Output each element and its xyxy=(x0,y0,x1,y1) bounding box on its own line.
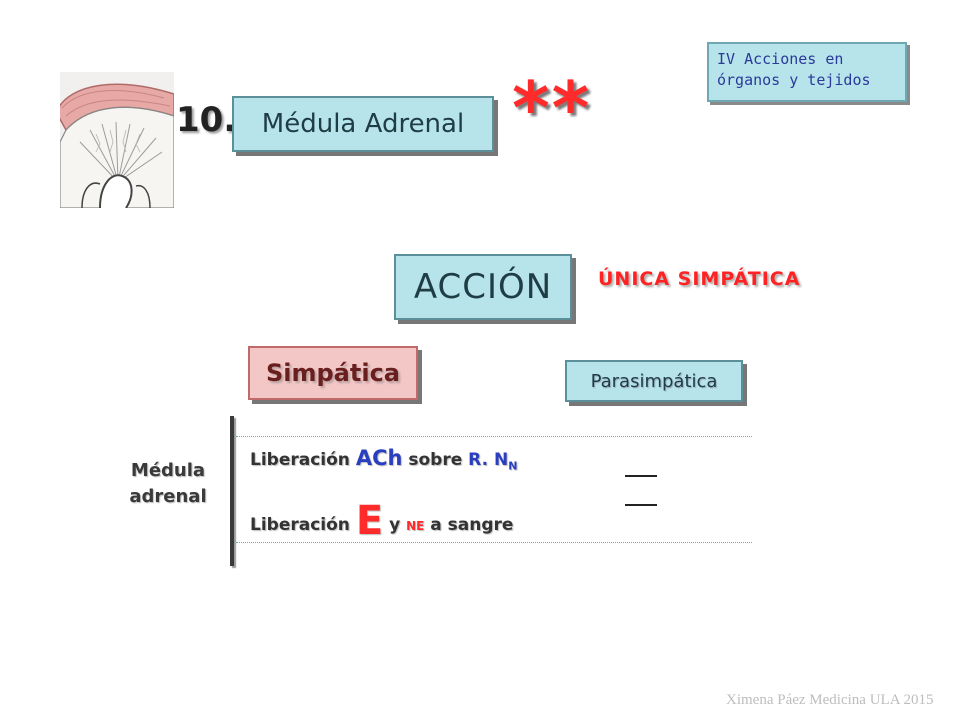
parasympathetic-none-2 xyxy=(625,504,657,506)
divider-top xyxy=(236,436,752,437)
sympathetic-header: Simpática xyxy=(248,346,418,400)
parasympathetic-header: Parasimpática xyxy=(565,360,743,402)
ach-term: ACh xyxy=(355,446,403,470)
effect-ach-release: Liberación ACh sobre R. NN xyxy=(250,446,517,472)
receptor-term: R. N xyxy=(468,450,509,470)
effect-e-release: Liberación E y NE a sangre xyxy=(250,498,513,544)
row-bracket xyxy=(230,416,234,566)
row-label-line1: Médula xyxy=(130,460,206,481)
divider-bottom xyxy=(236,542,752,543)
importance-stars: ** xyxy=(512,66,592,150)
action-note: ÚNICA SIMPÁTICA xyxy=(598,268,801,290)
footer-credit: Ximena Páez Medicina ULA 2015 xyxy=(726,692,934,708)
epinephrine-term: E xyxy=(355,498,384,544)
receptor-subscript: N xyxy=(508,459,518,473)
section-label-line1: IV Acciones en xyxy=(717,50,844,68)
slide-number: 10. xyxy=(176,100,237,140)
row-label-line2: adrenal xyxy=(129,486,207,507)
effect-ach-mid: sobre xyxy=(402,450,469,470)
title-box: Médula Adrenal xyxy=(232,96,494,152)
effect-ach-prefix: Liberación xyxy=(250,450,356,470)
action-label: ACCIÓN xyxy=(413,267,553,307)
section-label: IV Acciones en órganos y tejidos xyxy=(707,42,907,102)
parasympathetic-none-1 xyxy=(625,475,657,477)
action-box: ACCIÓN xyxy=(394,254,572,320)
effect-e-suffix: a sangre xyxy=(424,515,514,535)
page-title: Médula Adrenal xyxy=(261,109,465,139)
parasympathetic-label: Parasimpática xyxy=(590,370,718,392)
effect-e-prefix: Liberación xyxy=(250,515,356,535)
row-label: Médula adrenal xyxy=(118,458,218,510)
effect-e-mid: y xyxy=(383,515,407,535)
norepinephrine-term: NE xyxy=(406,519,425,533)
sympathetic-label: Simpática xyxy=(265,359,400,387)
section-label-line2: órganos y tejidos xyxy=(717,71,871,89)
adrenal-gland-icon xyxy=(60,72,174,208)
